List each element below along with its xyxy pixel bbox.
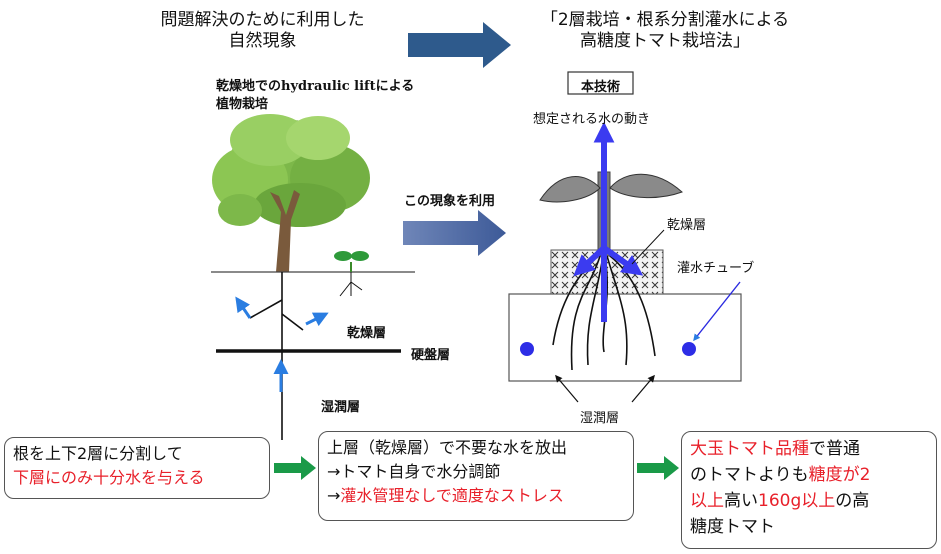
green-arrow-2: [637, 456, 679, 480]
water-flow-label: 想定される水の動き: [533, 108, 650, 127]
header-left-line1: 問題解決のために利用した: [120, 10, 405, 31]
summary-box-1: 根を上下2層に分割して 下層にのみ十分水を与える: [4, 437, 270, 499]
box3-line3: 以上高い160g以上の高: [690, 488, 928, 514]
green-arrow-1: [274, 456, 316, 480]
box2-line2: →トマト自身で水分調節: [327, 460, 625, 484]
header-right-line2: 高糖度トマト栽培法」: [515, 31, 815, 52]
tube-left-icon: [520, 342, 534, 356]
box3-weight: 160g以上: [758, 491, 835, 511]
sprout-icon: [334, 251, 369, 296]
box3-seg8: の高: [835, 491, 869, 511]
box2-arrow-2: →: [327, 486, 340, 505]
box3-line4: 糖度トマト: [690, 514, 928, 540]
header-left-line2: 自然現象: [120, 31, 405, 52]
left-dry-layer-label: 乾燥層: [347, 322, 386, 341]
box2-line3-text: 灌水管理なしで適度なストレス: [340, 486, 564, 505]
left-panel-title: 乾燥地でのhydraulic liftによる 植物栽培: [216, 78, 414, 114]
left-wet-layer-label: 湿潤層: [321, 396, 360, 415]
box2-line2-text: トマト自身で水分調節: [340, 462, 500, 481]
box3-variety: 大玉トマト品種: [690, 439, 809, 459]
box3-line1: 大玉トマト品種で普通: [690, 436, 928, 462]
right-wet-layer-label: 湿潤層: [580, 407, 619, 426]
box3-seg5: 以上: [690, 491, 724, 511]
use-phenomenon-label: この現象を利用: [404, 190, 495, 209]
header-arrow: [408, 22, 511, 68]
header-left: 問題解決のために利用した 自然現象: [120, 10, 405, 52]
box1-line2: 下層にのみ十分水を与える: [13, 466, 261, 490]
tomato-plant: [540, 172, 682, 256]
summary-box-3: 大玉トマト品種で普通 のトマトよりも糖度が2 以上高い160g以上の高 糖度トマ…: [681, 431, 937, 549]
header-right-line1: 「2層栽培・根系分割灌水による: [515, 10, 815, 31]
right-dry-layer-label: 乾燥層: [667, 214, 706, 233]
tech-label: 本技術: [568, 76, 633, 95]
box3-sugar: 糖度が2: [809, 465, 871, 485]
hardpan-label: 硬盤層: [411, 344, 450, 363]
tube-right-icon: [682, 342, 696, 356]
tree-roots: [250, 272, 303, 440]
box3-line2: のトマトよりも糖度が2: [690, 462, 928, 488]
left-title-line2: 植物栽培: [216, 96, 414, 114]
left-title-line1: 乾燥地でのhydraulic liftによる: [216, 78, 414, 96]
tree-illustration: [212, 114, 370, 272]
box3-seg6: 高い: [724, 491, 758, 511]
header-right: 「2層栽培・根系分割灌水による 高糖度トマト栽培法」: [515, 10, 815, 52]
use-arrow: [403, 210, 506, 256]
box1-line1: 根を上下2層に分割して: [13, 442, 261, 466]
summary-box-2: 上層（乾燥層）で不要な水を放出 →トマト自身で水分調節 →灌水管理なしで適度なス…: [318, 431, 634, 521]
box3-seg3: のトマトよりも: [690, 465, 809, 485]
box3-seg2: で普通: [809, 439, 860, 459]
box2-line3: →灌水管理なしで適度なストレス: [327, 484, 625, 508]
box2-arrow-1: →: [327, 462, 340, 481]
box2-line1: 上層（乾燥層）で不要な水を放出: [327, 436, 625, 460]
irrigation-tube-label: 灌水チューブ: [677, 257, 754, 276]
wet-layer-container: [509, 294, 741, 381]
